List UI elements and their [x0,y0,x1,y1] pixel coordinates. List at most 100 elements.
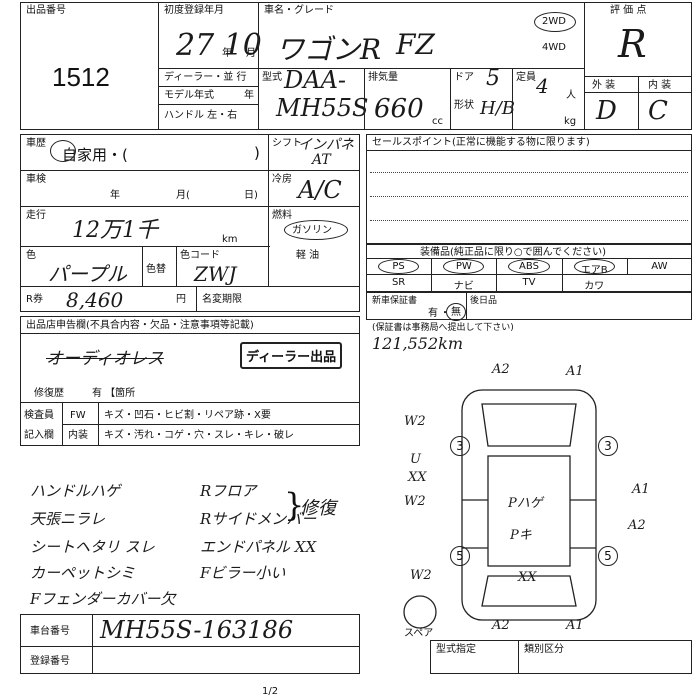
damage-mark: XX [518,570,537,585]
score-value: R [618,22,647,66]
equipment-item: SR [391,277,406,288]
divider [518,640,519,674]
entry-label: 記入欄 [24,430,54,441]
equipment-circle [573,259,615,274]
divider [158,2,159,130]
top-block-frame [20,2,692,130]
color-value: パープル [48,262,127,286]
inspector-label: 検査員 [24,410,54,421]
wheel-marker: 5 [450,546,470,566]
score-label: 評 価 点 [610,5,647,16]
mileage-unit: km [222,234,238,245]
reg-date-label: 初度登録年月 [164,5,224,16]
registration-label: 登録番号 [30,656,70,667]
rear-window [481,575,577,607]
displacement-label: 排気量 [368,72,398,83]
class-label: 類別区分 [524,644,564,655]
capacity-label: 定員 [516,72,536,83]
warranty-after-label: 後日品 [470,296,498,306]
divider [20,402,360,403]
car-body-outline [461,389,597,621]
fuel-label: 燃料 [272,210,292,221]
damage-mark: U [410,452,421,467]
history-circle [50,140,76,162]
page-footer: 1/2 [262,686,279,697]
car-name-value: ワゴンR [276,33,382,66]
warranty-no: 無 [451,307,461,318]
note-item: Rフロア [200,482,257,500]
divider [431,259,433,275]
divider [561,259,563,275]
odometer-note: 121,552km [372,334,464,353]
dealer-stamp: ディーラー出品 [240,342,343,369]
name-change-label: 名変期限 [202,294,242,305]
equipment-item: ナビ [453,281,474,292]
divider [638,76,639,130]
note-item: 天張ニラレ [30,510,106,528]
damage-mark: Pハゲ [508,496,543,511]
inspector-row-2: キズ・汚れ・コゲ・穴・スレ・キレ・破レ [104,430,294,441]
divider [142,246,143,286]
divider [496,275,498,291]
equipment-circle [443,259,485,274]
warranty-no-circle [446,303,466,321]
divider [366,274,692,275]
shift-label: シフト [272,138,302,149]
exterior-value: D [596,96,617,126]
repair-value: 有 【箇所 [92,388,136,399]
spare-label: スペア [404,628,434,639]
handle-label: ハンドル 左・右 [164,110,238,121]
note-item: シートヘタリ スレ [30,538,155,556]
divider [20,646,360,647]
warranty-yes: 有 [428,308,438,319]
sales-point-label: セールスポイント(正常に機能する物に限ります) [372,137,590,148]
divider [466,292,467,320]
chassis-value: MH55S-163186 [100,616,294,644]
divider [512,68,513,130]
divider [20,246,270,247]
divider [176,246,177,286]
drive-2wd-circle [534,12,576,32]
divider [20,333,360,334]
repair-label: 修復歴 [34,388,64,399]
damage-mark: XX [408,470,427,485]
remarks-label: 出品店申告欄(不具合内容・欠品・注意事項等記載) [26,320,254,331]
damage-mark: Pキ [510,528,532,543]
remarks-frame [20,316,360,446]
dealer-label: ディーラー・並 行 [164,72,247,83]
inspector-row-1: キズ・凹石・ヒビ割・リペア跡・X要 [104,410,271,421]
interior-label-2: 内装 [68,430,88,441]
reg-month-unit: 月 [246,48,256,59]
reg-date-value: 27 10 [176,28,262,63]
displacement-value: 660 [374,94,424,124]
paren: ) [254,144,260,162]
divider [98,402,99,446]
divider [561,275,563,291]
shape-value: H/B [480,98,515,119]
fw-label: FW [70,410,86,421]
warranty-label: 新車保証書 [372,296,418,306]
fuel-selected-circle [284,220,348,240]
car-diagram [403,389,597,629]
rule [370,220,688,221]
inspection-year-unit: 年 [110,190,120,201]
lot-number-label: 出品番号 [26,5,66,16]
model-spec-frame [430,640,692,674]
equipment-label: 装備品(純正品に限り○で囲んでください) [420,247,607,258]
divider [258,2,259,130]
note-item: カーペットシミ [30,564,136,582]
divider [496,259,498,275]
damage-mark: A1 [566,364,584,379]
windshield [481,403,577,447]
divider [258,68,584,69]
repair-bracket-text: 修復 [300,498,336,519]
divider [366,150,692,151]
divider [431,275,433,291]
note-item: Rサイドメンバー [200,510,317,528]
fuel-gasoline: ガソリン [292,225,332,236]
warranty-note: (保証書は事務局へ提出して下さい) [372,323,514,333]
equipment-item: カワ [584,281,605,292]
color-code-value: ZWJ [194,262,237,286]
shift-value-2: AT [312,152,331,168]
